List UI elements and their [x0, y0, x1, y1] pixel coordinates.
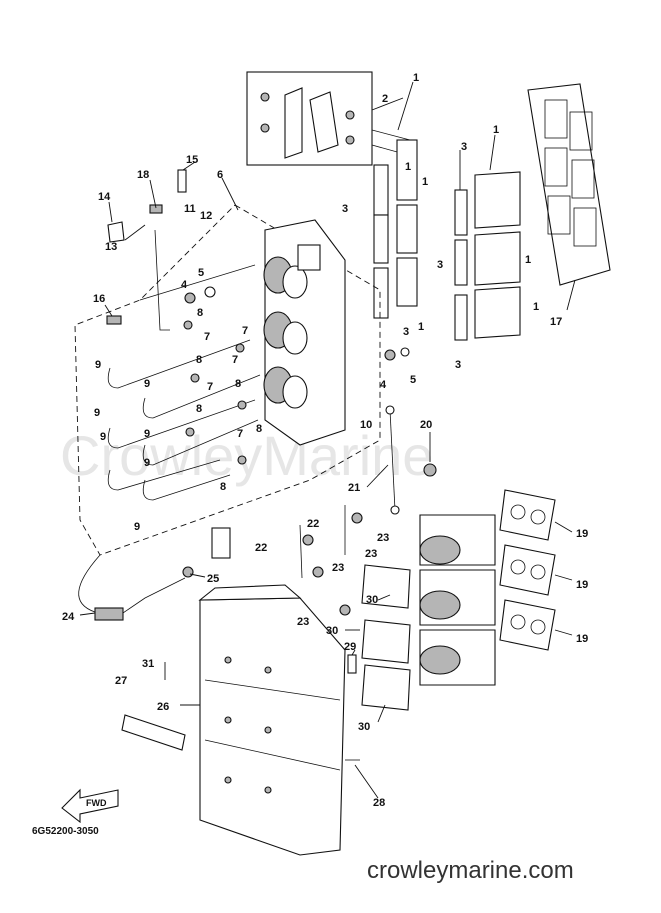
- callout-11: 11: [184, 203, 196, 215]
- intake-silencer-26: [198, 584, 346, 856]
- callout-25: 25: [207, 573, 219, 585]
- callout-23: 23: [332, 562, 344, 574]
- callout-9: 9: [144, 457, 150, 469]
- callout-5: 5: [198, 267, 204, 279]
- linkages: [78, 405, 437, 761]
- callout-26: 26: [157, 701, 169, 713]
- website-label: crowleymarine.com: [367, 857, 574, 884]
- callout-27: 27: [115, 675, 127, 687]
- callout-1: 1: [405, 161, 411, 173]
- carb-gaskets-19: [499, 489, 556, 651]
- callout-1: 1: [413, 72, 419, 84]
- callout-7: 7: [242, 325, 248, 337]
- callout-1: 1: [418, 321, 424, 333]
- callout-3: 3: [437, 259, 443, 271]
- callout-6: 6: [217, 169, 223, 181]
- callout-1: 1: [422, 176, 428, 188]
- callout-3: 3: [403, 326, 409, 338]
- gasket-17: [527, 83, 611, 286]
- callout-24: 24: [62, 611, 75, 623]
- callout-7: 7: [207, 381, 213, 393]
- carburetors: [419, 514, 496, 686]
- callout-20: 20: [420, 419, 432, 431]
- reed-valve-assemblies: [373, 139, 521, 341]
- callout-7: 7: [204, 331, 210, 343]
- callout-31: 31: [142, 658, 154, 670]
- callout-9: 9: [94, 407, 100, 419]
- callout-9: 9: [95, 359, 101, 371]
- callout-9: 9: [144, 378, 150, 390]
- callout-3: 3: [342, 203, 348, 215]
- callout-10: 10: [360, 419, 372, 431]
- callout-9: 9: [144, 428, 150, 440]
- callout-3: 3: [455, 359, 461, 371]
- callout-12: 12: [200, 210, 212, 222]
- callout-30: 30: [326, 625, 338, 637]
- callout-17: 17: [550, 316, 562, 328]
- callout-8: 8: [256, 423, 262, 435]
- callout-8: 8: [196, 403, 202, 415]
- callout-2: 2: [382, 93, 388, 105]
- callout-1: 1: [525, 254, 531, 266]
- callout-1: 1: [493, 124, 499, 136]
- callout-30: 30: [358, 721, 370, 733]
- callout-14: 14: [98, 191, 111, 203]
- callout-7: 7: [237, 428, 243, 440]
- callout-9: 9: [100, 431, 106, 443]
- callout-28: 28: [373, 797, 385, 809]
- fittings: [106, 169, 410, 465]
- callout-23: 23: [365, 548, 377, 560]
- fwd-label: FWD: [86, 798, 107, 808]
- callout-3: 3: [461, 141, 467, 153]
- callout-15: 15: [186, 154, 198, 166]
- callout-1: 1: [533, 301, 539, 313]
- callout-22: 22: [255, 542, 267, 554]
- leader-lines: [79, 81, 576, 799]
- callout-7: 7: [232, 354, 238, 366]
- drawing-code: 6G52200-3050: [32, 826, 99, 837]
- callout-22: 22: [307, 518, 319, 530]
- callout-19: 19: [576, 633, 588, 645]
- intake-manifold-body: [263, 219, 346, 446]
- callout-19: 19: [576, 528, 588, 540]
- callout-30: 30: [366, 594, 378, 606]
- callout-5: 5: [410, 374, 416, 386]
- callout-23: 23: [377, 532, 389, 544]
- decal-27: [121, 714, 186, 751]
- watermark-text: CrowleyMarine: [60, 424, 433, 487]
- hoses-9: [107, 229, 261, 501]
- callout-19: 19: [576, 579, 588, 591]
- callout-4: 4: [380, 379, 387, 391]
- callout-8: 8: [235, 378, 241, 390]
- callout-18: 18: [137, 169, 149, 181]
- callout-numbers: 1 2 1 3 1 1 3 1 3 1 3 1 1 3 17 15 6 18 1…: [62, 72, 588, 809]
- gaskets-30: [361, 564, 411, 711]
- callout-4: 4: [181, 279, 188, 291]
- callout-8: 8: [220, 481, 226, 493]
- callout-16: 16: [93, 293, 105, 305]
- fwd-arrow-icon: FWD: [61, 788, 119, 824]
- callout-9: 9: [134, 521, 140, 533]
- callout-13: 13: [105, 241, 117, 253]
- callout-8: 8: [196, 354, 202, 366]
- reed-valve-inset: [246, 71, 411, 166]
- callout-23: 23: [297, 616, 309, 628]
- callout-29: 29: [344, 641, 356, 653]
- callout-21: 21: [348, 482, 360, 494]
- callout-8: 8: [197, 307, 203, 319]
